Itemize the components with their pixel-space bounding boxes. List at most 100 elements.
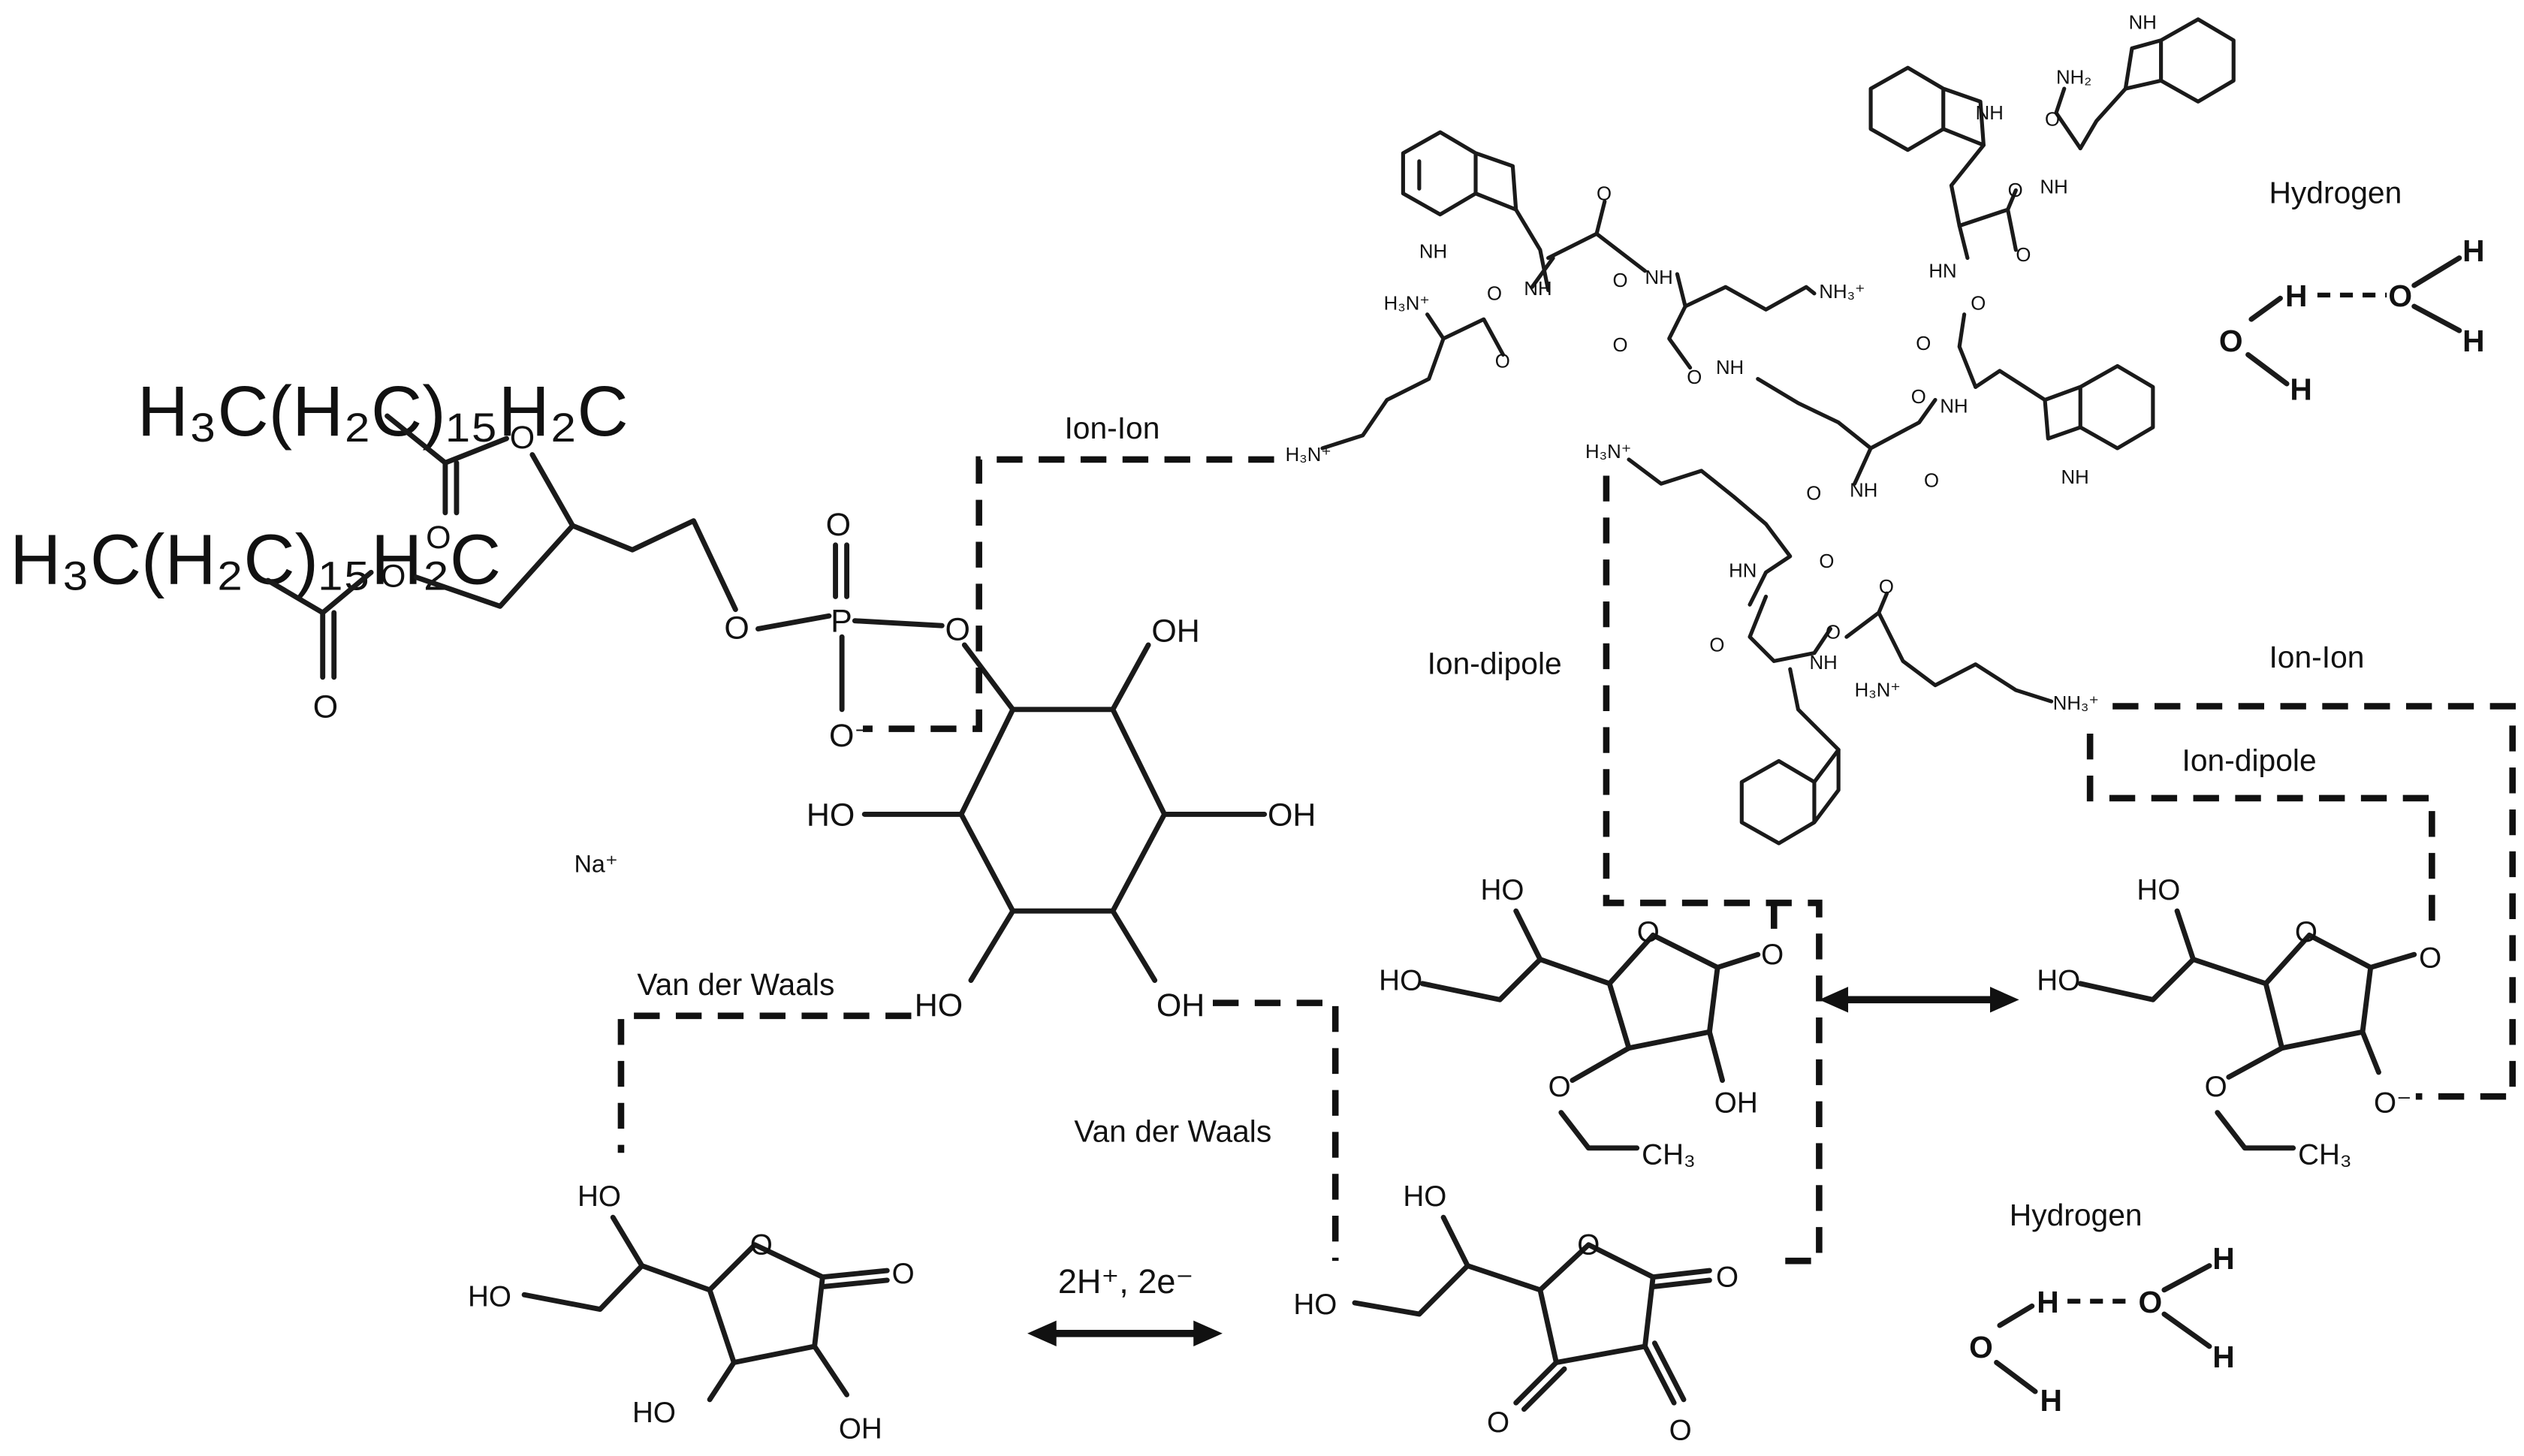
backbone-o-18: O [1879, 577, 1894, 598]
wt-h-r2: H [2462, 324, 2484, 358]
atr-ho1: HO [2137, 874, 2180, 906]
inositol-oh-top-right: OH [1151, 613, 1199, 650]
phosphate-double-oxygen: O [826, 507, 851, 543]
label-ion-ion-right: Ion-Ion [2269, 640, 2364, 674]
backbone-o-2: O [1597, 183, 1612, 204]
da-o-ring: O [1577, 1229, 1600, 1262]
equilibrium-arrows [1027, 987, 2019, 1346]
lysine-nh3-5: H₃N⁺ [1855, 680, 1901, 701]
vdw-line-center [1213, 999, 1339, 1262]
label-ion-dipole-left: Ion-dipole [1428, 647, 1562, 681]
ion-dipole-line-right [2086, 734, 2435, 927]
backbone-o-7: O [1911, 387, 1926, 408]
backbone-nh-6: NH [2040, 177, 2068, 198]
inositol-ho-left: HO [807, 797, 855, 833]
wb-o-left: O [1969, 1330, 1993, 1364]
lysine-nh3-1: NH₃⁺ [1819, 282, 1865, 303]
indole-2: NH [1868, 65, 2004, 261]
ion-ion-line-left [863, 456, 1274, 732]
lysine-nh3-4: H₃N⁺ [1585, 442, 1631, 463]
atr-o-minus: O⁻ [2374, 1087, 2411, 1120]
label-ion-ion-left: Ion-Ion [1064, 411, 1159, 445]
atc-ho1: HO [1480, 874, 1524, 906]
vdw-line-left [617, 1012, 912, 1153]
backbone-nh-1: NH [1524, 279, 1551, 300]
lysine-nh3-6: NH₃⁺ [2053, 693, 2099, 714]
backbone-o-17: O [1826, 622, 1841, 643]
lipid-ester-oxygen-1: O [510, 420, 535, 456]
lysine-nh3-2: H₃N⁺ [1384, 293, 1430, 314]
aa-ho2: HO [468, 1280, 511, 1313]
label-hydrogen-top: Hydrogen [2269, 176, 2402, 210]
wt-o-left: O [2219, 324, 2243, 358]
backbone-o-1: O [1487, 283, 1502, 304]
indole-nh-1: NH [1419, 242, 1447, 263]
atr-o-ring: O [2295, 916, 2317, 948]
water-dimer-bottom: H O H H O H [1969, 1241, 2235, 1418]
ascorbate-top-center: HO HO O O OH O CH₃ [1379, 874, 1784, 1171]
wt-h-bridge: H [2285, 279, 2307, 313]
inositol-ring: OH OH OH HO HO [807, 613, 1316, 1023]
da-ho1: HO [1403, 1180, 1446, 1213]
aa-o-ring: O [750, 1229, 773, 1262]
backbone-o-15: O [1819, 551, 1834, 572]
da-o2: O [1669, 1415, 1692, 1447]
atc-o-carbonyl: O [1761, 939, 1784, 971]
da-o-carbonyl: O [1716, 1262, 1738, 1294]
label-redox: 2H⁺, 2e⁻ [1058, 1262, 1193, 1301]
backbone-o-16: O [1709, 635, 1724, 656]
backbone-hn-1: HN [1928, 261, 1956, 282]
backbone-hn-2: HN [1729, 561, 1757, 582]
atc-oh: OH [1714, 1087, 1758, 1120]
backbone-nh-2: NH [1645, 267, 1672, 288]
ion-ion-line-right [2112, 703, 2516, 1100]
ascorbate-top-right: HO HO O O O⁻ O CH₃ [2037, 874, 2441, 1171]
da-ho2: HO [1293, 1289, 1337, 1321]
indole-4: NH [1974, 363, 2155, 488]
atr-o-ether: O [2205, 1071, 2227, 1103]
backbone-nh-4: NH [1940, 396, 1968, 418]
atr-o-carbonyl: O [2419, 942, 2441, 974]
inositol-ho-bottom-left: HO [915, 987, 963, 1023]
water-dimer-top: H O H H O H [2219, 234, 2485, 407]
wt-h-left: H [2290, 372, 2311, 407]
backbone-o-11: O [2016, 245, 2031, 266]
atc-ho2: HO [1379, 964, 1422, 996]
backbone-o-12: O [2045, 109, 2060, 130]
label-vdw-left: Van der Waals [637, 967, 834, 1002]
backbone-o-8: O [1924, 470, 1939, 491]
backbone-nh-3: NH [1716, 357, 1744, 378]
backbone-nh-5: NH [1850, 480, 1877, 501]
amide-nh2: NH₂ [2056, 68, 2091, 89]
label-vdw-center: Van der Waals [1074, 1114, 1271, 1148]
wb-o-right: O [2139, 1285, 2163, 1319]
da-o1: O [1487, 1406, 1509, 1439]
label-ion-dipole-right: Ion-dipole [2182, 743, 2317, 777]
ion-dipole-line-left [1603, 475, 1823, 1265]
aa-o-carbonyl: O [892, 1258, 915, 1290]
indole-1: NH [1401, 130, 1551, 293]
atc-ch3: CH₃ [1642, 1138, 1696, 1171]
phosphatidylinositol: H₃C(H₂C)₁₅H₂C H₃C(H₂C)₁₅H₂C O O O O O P … [10, 372, 1016, 754]
backbone-o-13: O [1916, 333, 1931, 354]
backbone-o-3: O [1613, 270, 1628, 291]
atr-ch3: CH₃ [2298, 1138, 2352, 1171]
wt-h-r1: H [2462, 234, 2484, 268]
wt-o-right: O [2388, 279, 2412, 313]
dehydroascorbic-acid: HO HO O O O O [1293, 1180, 1738, 1446]
indole-nh-3: NH [2129, 13, 2157, 34]
lipid-ester-oxygen-2: O [381, 559, 406, 595]
phosphorus: P [831, 604, 852, 640]
fatty-chain-1: H₃C(H₂C)₁₅H₂C [137, 372, 629, 451]
backbone-o-6: O [1495, 351, 1510, 372]
backbone-o-5: O [1687, 367, 1702, 388]
lysine-nh3-3: H₃N⁺ [1286, 445, 1331, 466]
indole-5 [1739, 667, 1841, 846]
phosphate-link-oxygen: O [724, 610, 749, 646]
wb-h-left: H [2040, 1383, 2062, 1418]
fatty-chain-2: H₃C(H₂C)₁₅H₂C [10, 520, 501, 599]
backbone-o-14: O [1971, 293, 1986, 314]
indole-nh-2: NH [1976, 103, 2004, 124]
backbone-o-10: O [2008, 180, 2023, 201]
